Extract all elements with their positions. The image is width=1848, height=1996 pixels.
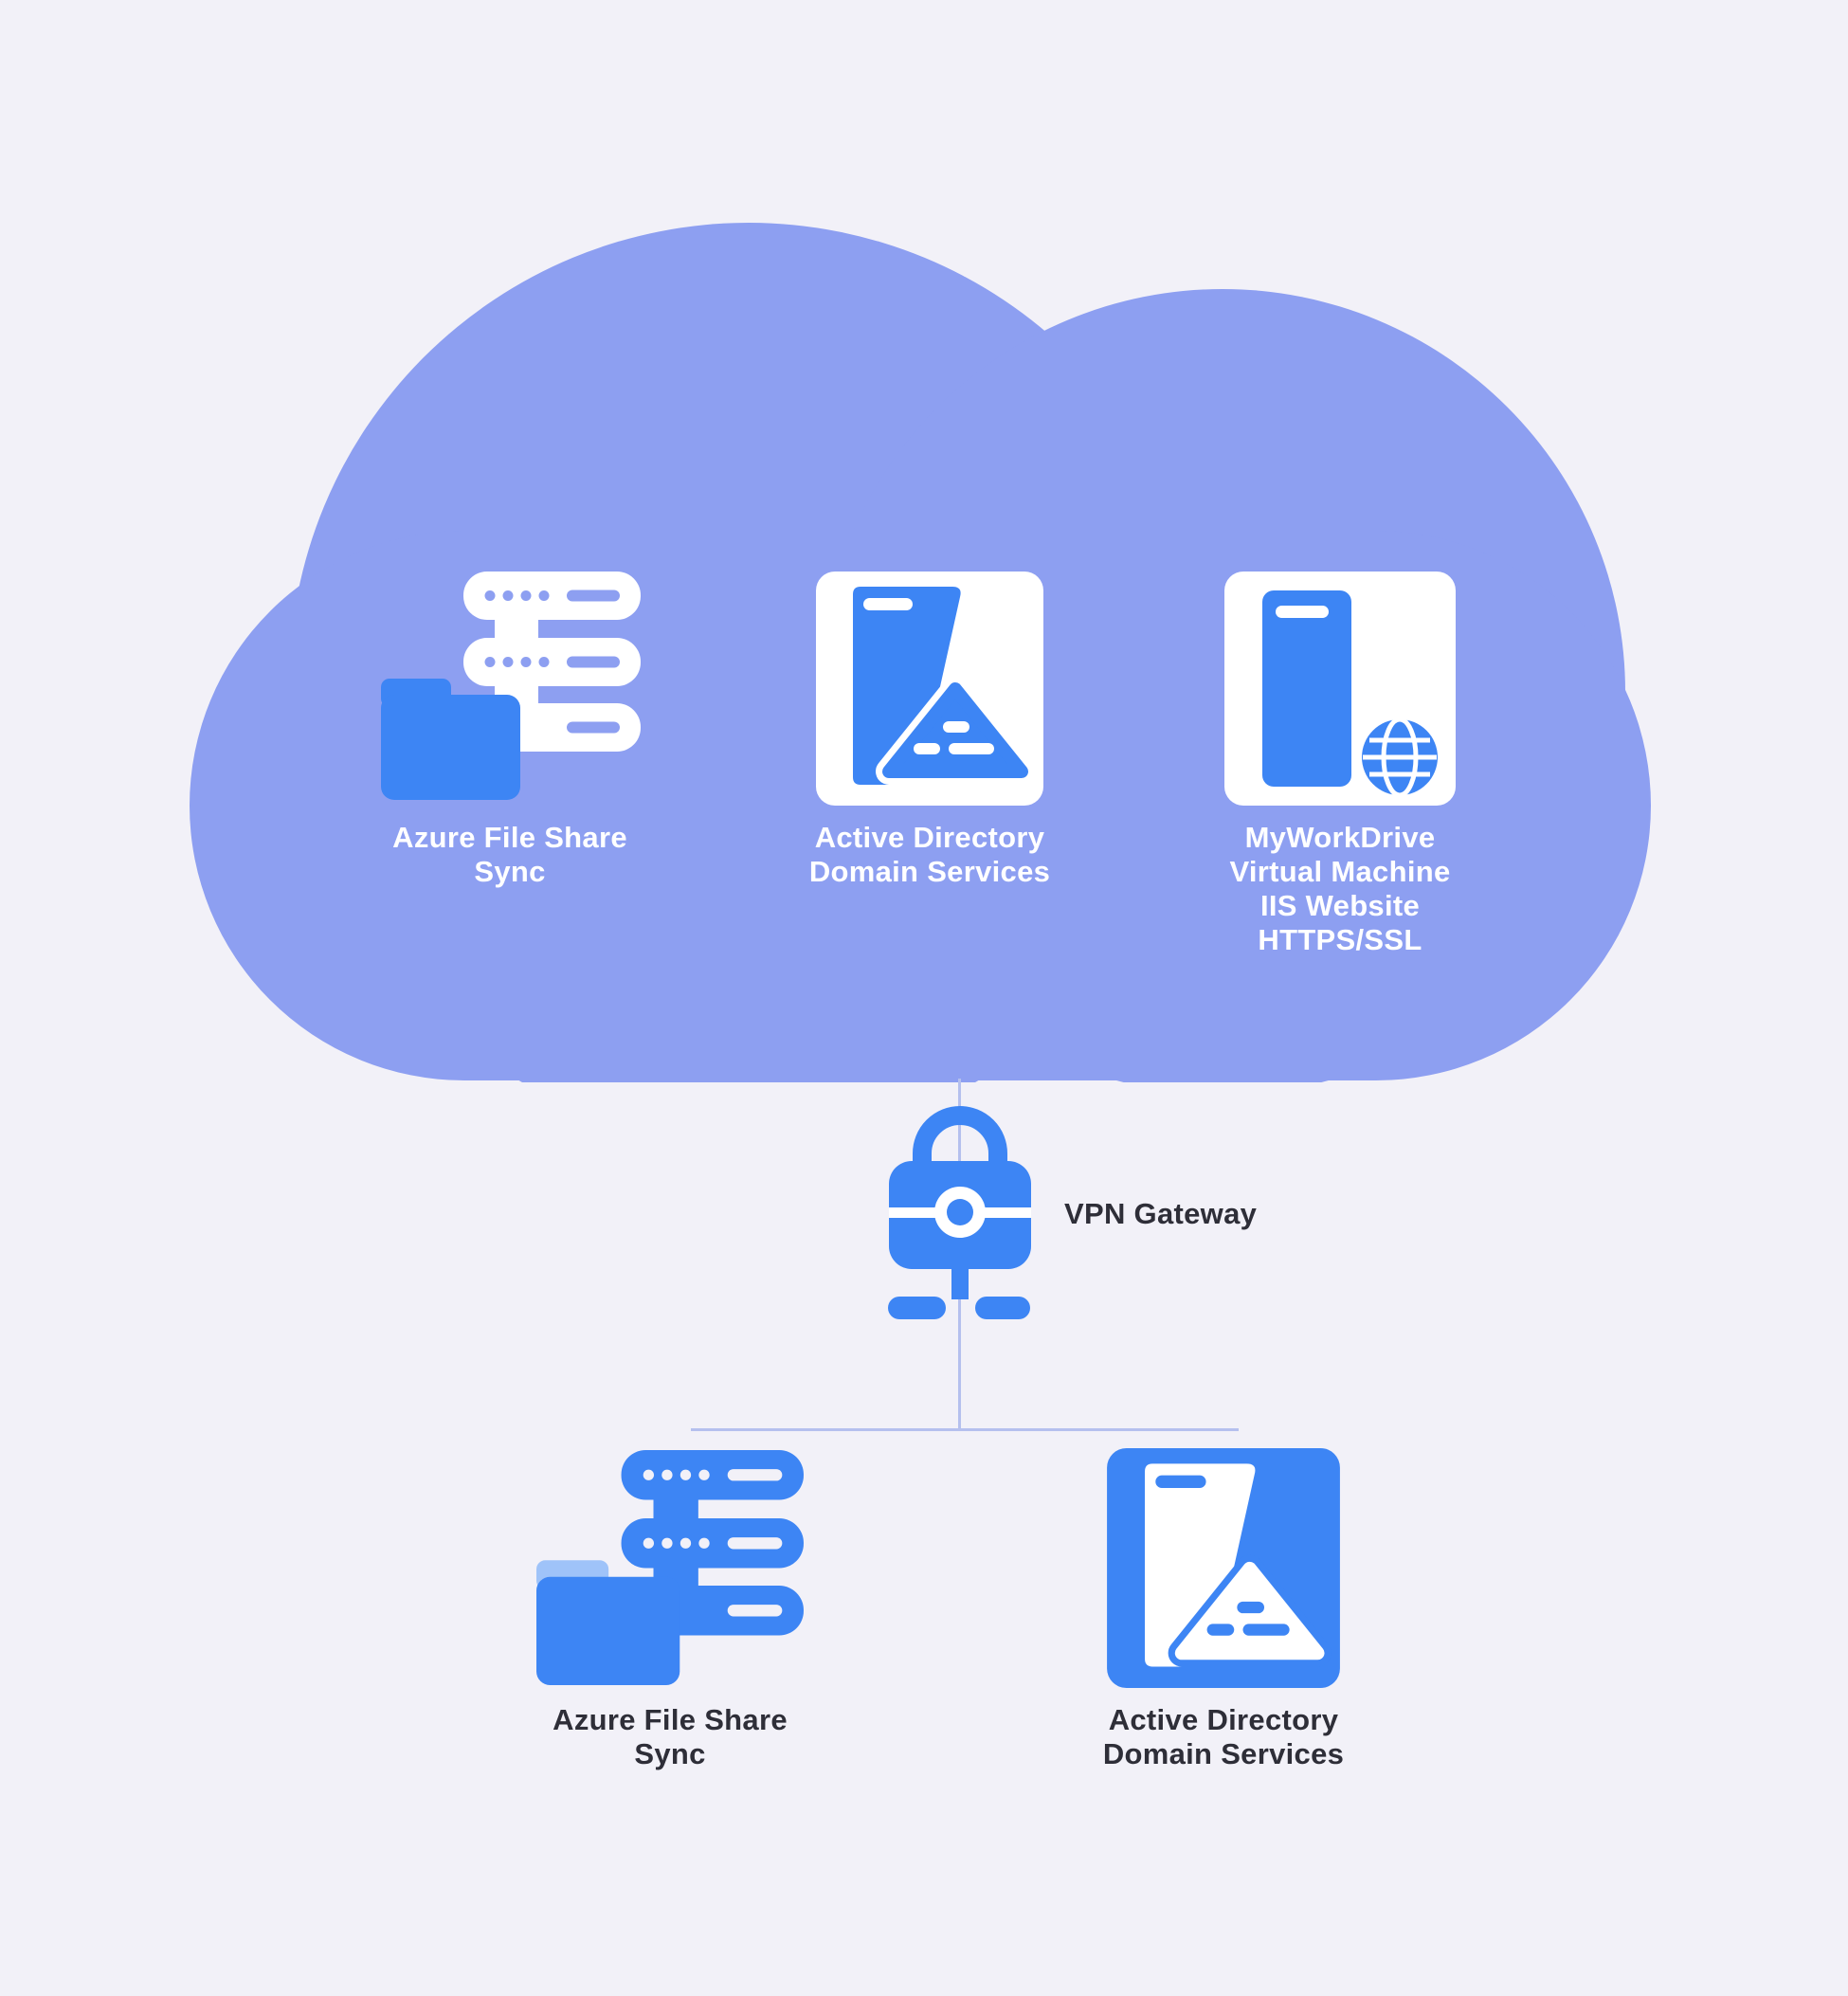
triangle-shape xyxy=(876,676,1035,785)
cloud-node-label: MyWorkDrive Virtual Machine IIS Website … xyxy=(1229,821,1451,956)
lock-dial-inner xyxy=(947,1199,973,1225)
file-server-folder-icon xyxy=(536,1450,804,1685)
server-slots xyxy=(727,1469,783,1617)
network-foot-right xyxy=(975,1297,1030,1319)
cloud-node-myworkdrive-vm: MyWorkDrive Virtual Machine IIS Website … xyxy=(1188,572,1492,956)
cloud-node-azure-file-share-sync: Azure File Share Sync xyxy=(358,572,661,888)
triangle-shape xyxy=(1168,1554,1332,1667)
vpn-lock-icon xyxy=(888,1106,1031,1319)
tower-slot xyxy=(863,598,913,610)
server-tower-shape xyxy=(1145,1463,1256,1667)
tower-slot xyxy=(1276,606,1329,618)
onprem-node-label: Active Directory Domain Services xyxy=(1102,1703,1345,1770)
gateway-branch-line xyxy=(691,1428,1239,1431)
network-foot-left xyxy=(888,1297,946,1319)
onprem-node-active-directory: Active Directory Domain Services xyxy=(1072,1448,1375,1770)
active-directory-icon xyxy=(1107,1448,1340,1688)
server-slots xyxy=(567,590,620,734)
tower-slot xyxy=(1155,1475,1206,1488)
globe-icon xyxy=(1354,712,1445,803)
lock-shackle xyxy=(913,1106,1007,1182)
file-server-folder-icon xyxy=(381,572,641,800)
folder-icon xyxy=(381,679,520,800)
vpn-gateway-label: VPN Gateway xyxy=(1064,1197,1258,1230)
lock-stem xyxy=(951,1269,969,1299)
server-tower-shape xyxy=(853,587,961,785)
cloud-node-active-directory: Active Directory Domain Services xyxy=(778,572,1081,888)
cloud-node-label: Azure File Share Sync xyxy=(392,821,627,888)
server-tower-shape xyxy=(1262,590,1351,787)
active-directory-icon xyxy=(816,572,1043,806)
vpn-gateway-node: VPN Gateway xyxy=(870,1092,1382,1329)
onprem-node-label: Azure File Share Sync xyxy=(553,1703,788,1770)
folder-icon xyxy=(536,1560,680,1685)
onprem-node-azure-file-share-sync: Azure File Share Sync xyxy=(518,1450,822,1772)
vm-web-server-icon xyxy=(1224,572,1456,806)
cloud-node-label: Active Directory Domain Services xyxy=(808,821,1051,888)
